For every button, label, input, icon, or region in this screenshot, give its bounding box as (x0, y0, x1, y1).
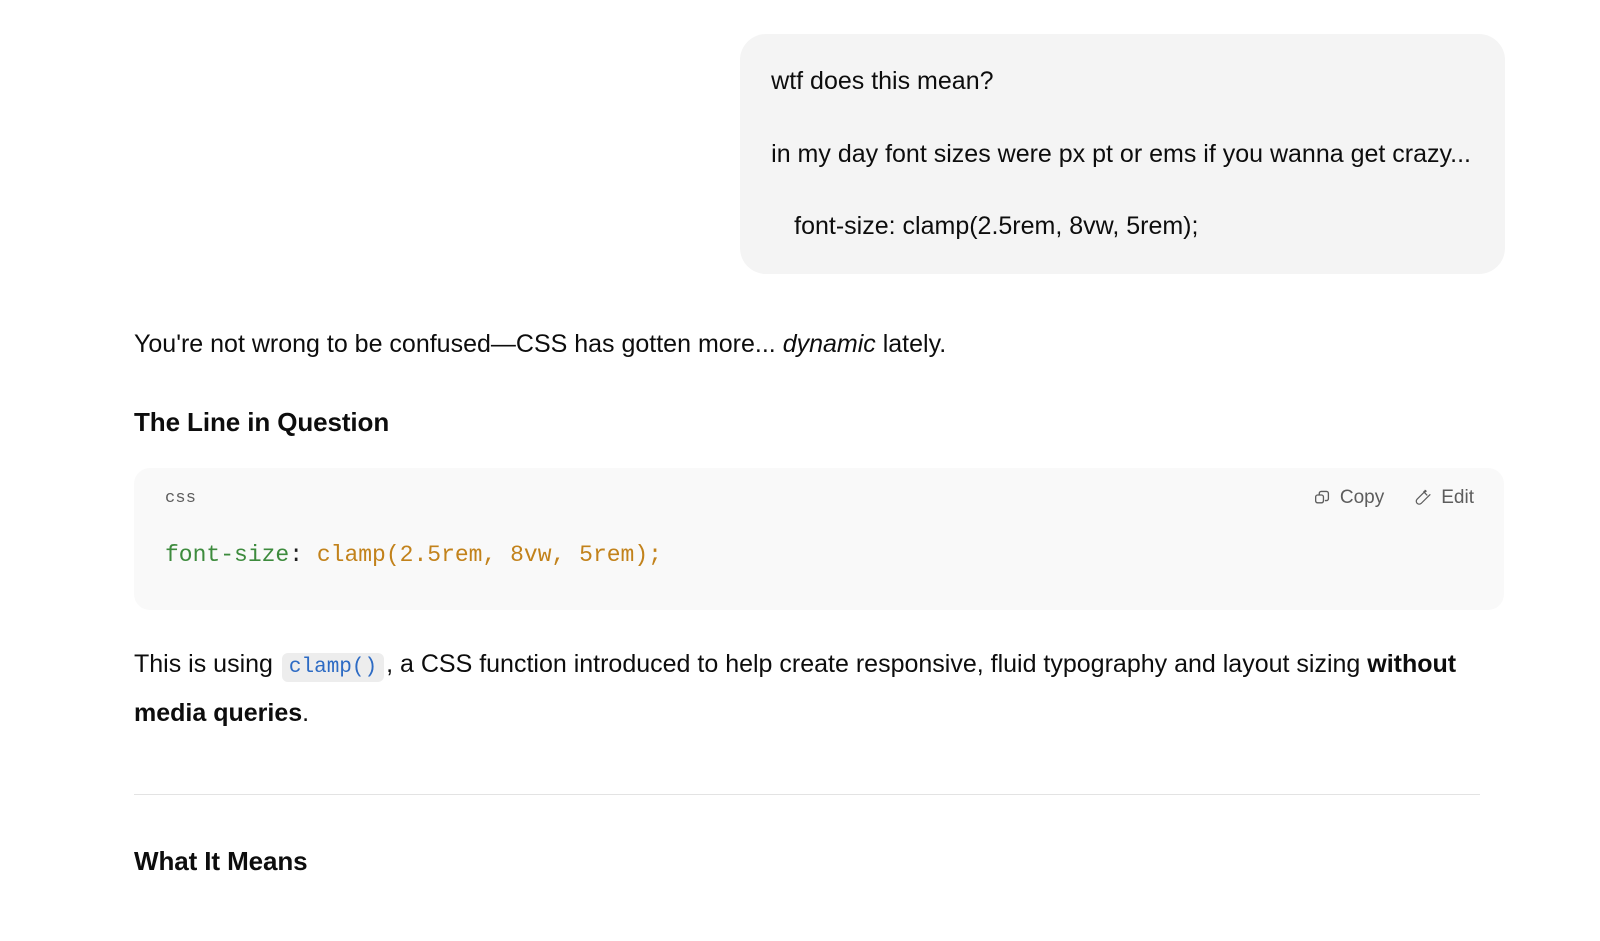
code-block: css Copy (134, 468, 1504, 611)
code-token-function: clamp (316, 542, 386, 568)
copy-button-label: Copy (1339, 487, 1385, 508)
copy-button[interactable]: Copy (1313, 487, 1384, 509)
code-token-arg1: 2.5rem (399, 542, 483, 568)
body-text-part1: This is using (134, 650, 280, 679)
intro-paragraph: You're not wrong to be confused—CSS has … (134, 326, 1480, 364)
edit-button[interactable]: Edit (1414, 487, 1474, 509)
user-message-line-2: in my day font sizes were px pt or ems i… (771, 139, 1471, 168)
edit-button-label: Edit (1441, 487, 1474, 508)
assistant-turn: You're not wrong to be confused—CSS has … (0, 274, 1600, 739)
code-language-label: css (165, 488, 197, 508)
code-token-arg3: 5rem (579, 542, 635, 568)
user-turn: wtf does this mean? in my day font sizes… (0, 0, 1600, 274)
intro-text-after: lately. (875, 329, 947, 358)
user-message-line-3: font-size: clamp(2.5rem, 8vw, 5rem); (794, 212, 1199, 240)
code-token-close: ); (634, 542, 662, 568)
conversation-thread: wtf does this mean? in my day font sizes… (0, 0, 1600, 877)
body-text-part2: , a CSS function introduced to help crea… (386, 650, 1368, 679)
body-text-part3: . (302, 699, 310, 728)
section-heading-the-line-in-question: The Line in Question (134, 407, 390, 437)
user-message-line-1: wtf does this mean? (771, 67, 994, 95)
body-text-bold: without media queries (134, 650, 1457, 728)
body-paragraph: This is using clamp(), a CSS function in… (134, 640, 1469, 738)
code-token-colon: : (289, 542, 317, 568)
intro-emphasis: dynamic (782, 329, 876, 358)
edit-pen-sparkle-icon (1414, 489, 1433, 508)
section-divider (134, 794, 1480, 796)
code-token-comma2: , (551, 542, 580, 568)
copy-icon (1313, 489, 1332, 508)
user-message-bubble[interactable]: wtf does this mean? in my day font sizes… (740, 34, 1505, 274)
code-token-property: font-size (165, 542, 290, 568)
section-heading-what-it-means: What It Means (134, 846, 308, 877)
code-block-actions: Copy Edit (1313, 487, 1474, 509)
code-token-comma1: , (482, 542, 511, 568)
inline-code-clamp: clamp() (281, 653, 385, 683)
code-block-body[interactable]: font-size: clamp(2.5rem, 8vw, 5rem); (134, 515, 1504, 610)
code-token-open-paren: ( (385, 542, 400, 568)
code-token-arg2: 8vw (510, 542, 552, 568)
code-block-header: css Copy (134, 468, 1504, 515)
intro-text-before: You're not wrong to be confused—CSS has … (134, 329, 783, 358)
